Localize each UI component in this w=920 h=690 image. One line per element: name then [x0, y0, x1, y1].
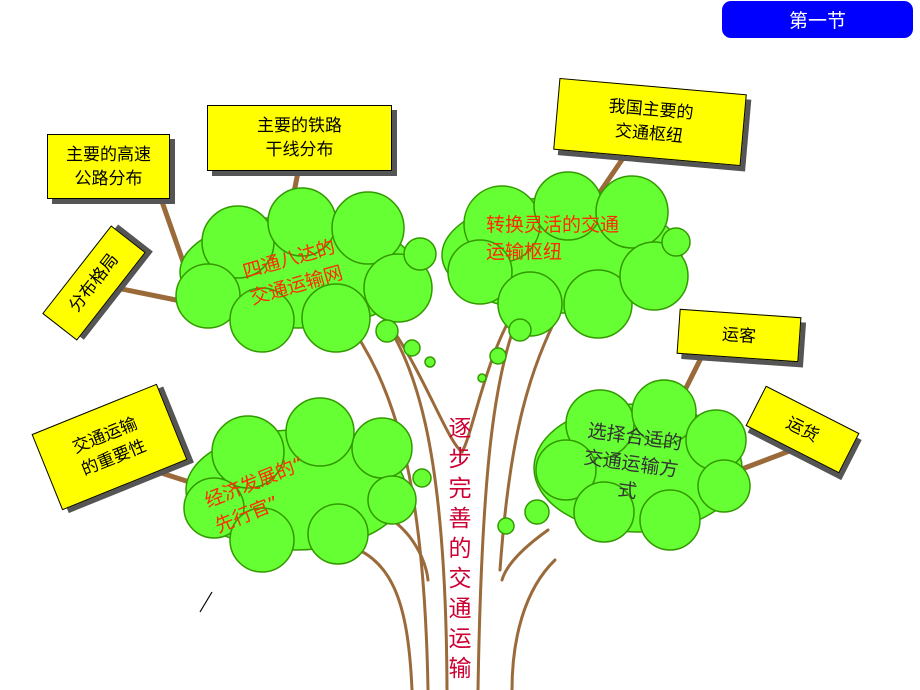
cloud-label-hub: 转换灵活的交通 运输枢纽 — [486, 214, 620, 263]
bubble — [489, 347, 507, 365]
box-railway-distribution: 主要的铁路干线分布 — [207, 105, 392, 171]
bubble — [375, 319, 399, 343]
section-button[interactable]: 第一节 — [722, 1, 913, 38]
bubble — [412, 468, 432, 488]
branch-lower-right-1 — [510, 558, 557, 690]
bubble — [508, 318, 532, 342]
bubble — [497, 517, 515, 535]
connector-layout — [109, 284, 179, 303]
slash-mark — [199, 591, 213, 613]
bubble — [477, 373, 487, 383]
cloud-bottom-right — [533, 379, 751, 551]
connector-freight — [739, 444, 803, 472]
connector-highway — [157, 193, 189, 273]
bubble — [524, 499, 550, 525]
box-passenger: 运客 — [676, 308, 802, 363]
box-highway-distribution: 主要的高速公路分布 — [47, 134, 170, 199]
cloud-bottom-left — [183, 397, 417, 573]
trunk-label: 逐 步 完 善 的 交 通 运 输 — [448, 416, 472, 682]
section-button-label: 第一节 — [788, 10, 846, 32]
branch-lower-left-1 — [338, 541, 414, 690]
branch-lower-right-2 — [500, 528, 550, 582]
bubble — [403, 339, 421, 357]
cloud-top-left — [175, 187, 437, 353]
bubble — [424, 356, 436, 368]
